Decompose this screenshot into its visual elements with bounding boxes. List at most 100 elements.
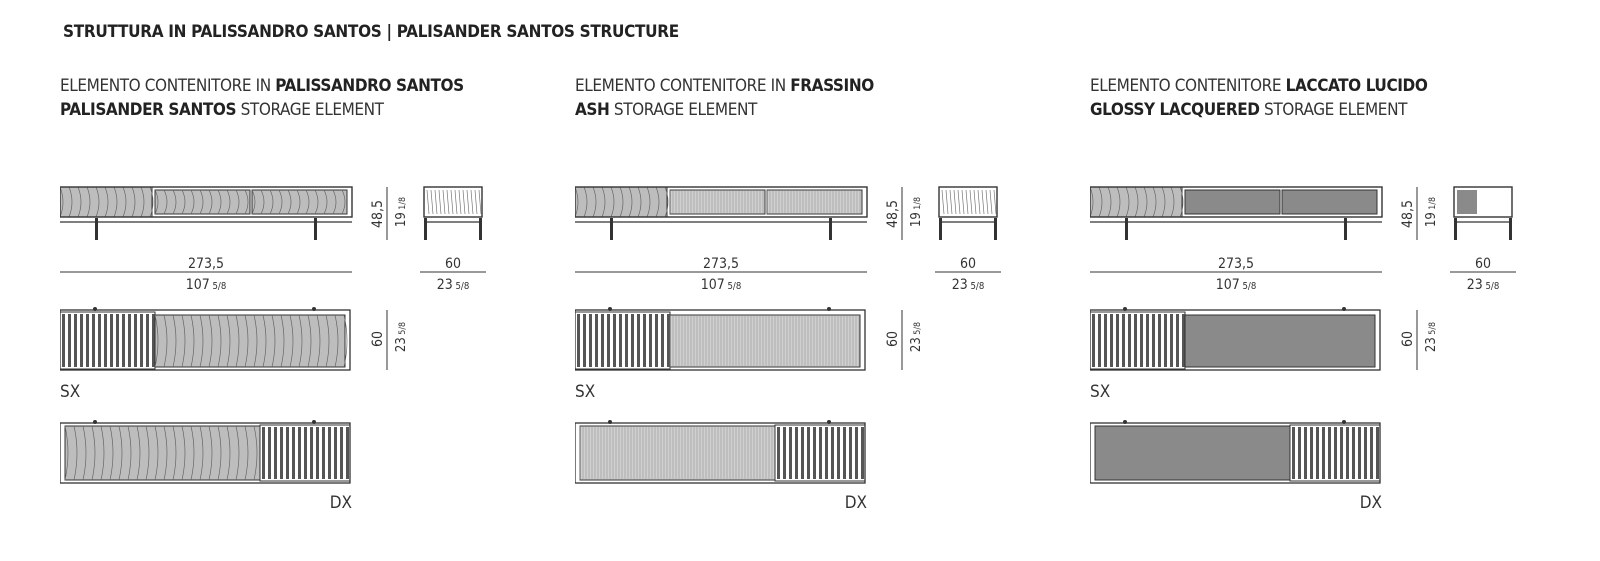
plan-depth-cm-label-text: 60 [885, 331, 901, 347]
title-line1-prefix: ELEMENTO CONTENITORE IN [60, 76, 276, 96]
side-outline [423, 186, 483, 218]
front-leg-left [1125, 218, 1128, 240]
label-sx: SX [1090, 382, 1110, 402]
front-door-1 [669, 189, 766, 215]
plan-sx-knob-1 [93, 307, 97, 311]
plan-dx-panel [579, 425, 776, 481]
front-door-2 [766, 189, 863, 215]
depth-in-label: 23 5/8 [952, 277, 985, 293]
plan-sx-outline [575, 309, 866, 371]
plan-depth-cm-label: 60 [1400, 331, 1416, 347]
side-leg-left [424, 218, 427, 240]
front-outline [60, 186, 353, 218]
plan-depth-cm-label: 60 [885, 331, 901, 347]
plan-depth-cm-label: 60 [370, 331, 386, 347]
product-column-1: ELEMENTO CONTENITORE IN PALISSANDRO SANT… [60, 0, 580, 561]
front-leg-left [610, 218, 613, 240]
product-title: ELEMENTO CONTENITORE IN PALISSANDRO SANT… [60, 74, 464, 122]
side-leg-right [1509, 218, 1512, 240]
plan-view-dx [575, 420, 866, 484]
plan-dx-outline [575, 422, 866, 484]
width-in-label: 107 5/8 [186, 277, 227, 293]
label-sx: SX [575, 382, 595, 402]
front-view [575, 186, 868, 240]
width-in-label-text: 107 5/8 [186, 277, 227, 293]
title-line1-bold: PALISSANDRO SANTOS [275, 76, 464, 96]
title-line1-prefix: ELEMENTO CONTENITORE IN [575, 76, 791, 96]
plan-depth-in-label-text: 23 5/8 [1424, 322, 1439, 352]
plan-dx-knob-2 [312, 420, 316, 424]
plan-sx-outline [1090, 309, 1381, 371]
width-in-label: 107 5/8 [1216, 277, 1257, 293]
title-line1-bold: FRASSINO [790, 76, 874, 96]
title-line1-prefix: ELEMENTO CONTENITORE [1090, 76, 1286, 96]
plan-depth-cm-label-text: 60 [370, 331, 386, 347]
side-outline [938, 186, 998, 218]
plan-sx-knob-1 [1123, 307, 1127, 311]
width-in-label-text: 107 5/8 [1216, 277, 1257, 293]
height-cm-label: 48,5 [885, 200, 901, 228]
label-sx: SX [60, 382, 80, 402]
front-leg-right [829, 218, 832, 240]
plan-view-sx [60, 307, 351, 371]
width-cm-label: 273,5 [188, 256, 224, 272]
plan-depth-cm-label-text: 60 [1400, 331, 1416, 347]
plan-view-dx [1090, 420, 1381, 484]
height-in-label-text: 19 1/8 [1424, 197, 1439, 227]
depth-cm-label: 60 [445, 256, 461, 272]
plan-view-sx [575, 307, 866, 371]
plan-sx-slats [575, 311, 671, 370]
width-cm-label: 273,5 [1218, 256, 1254, 272]
plan-sx-panel [669, 314, 861, 368]
plan-sx-slats [1090, 311, 1186, 370]
plan-sx-panel [1184, 314, 1376, 368]
technical-drawing: 48,5 19 1/8 273,5 107 5/8 60 23 5/8 60 23 5/8… [60, 186, 486, 513]
plan-depth-in-label-text: 23 5/8 [909, 322, 924, 352]
title-line1-bold: LACCATO LUCIDO [1285, 76, 1428, 96]
height-in-label-text: 19 1/8 [909, 197, 924, 227]
plan-depth-in-label: 23 5/8 [909, 322, 924, 352]
height-in-label-text: 19 1/8 [394, 197, 409, 227]
front-leg-right [314, 218, 317, 240]
height-in-label: 19 1/8 [1424, 197, 1439, 227]
depth-cm-label: 60 [1475, 256, 1491, 272]
height-cm-label: 48,5 [370, 200, 386, 228]
depth-in-label-text: 23 5/8 [1467, 277, 1500, 293]
width-in-label-text: 107 5/8 [701, 277, 742, 293]
title-line2-suffix: STORAGE ELEMENT [609, 100, 757, 120]
plan-dx-knob-1 [1123, 420, 1127, 424]
side-view [1453, 186, 1513, 240]
plan-dx-slats [259, 424, 351, 482]
technical-drawing: 48,5 19 1/8 273,5 107 5/8 60 23 5/8 60 23 5/8… [1090, 186, 1516, 513]
plan-sx-knob-2 [312, 307, 316, 311]
front-door-2 [1281, 189, 1378, 215]
front-door-1 [154, 189, 251, 215]
plan-sx-outline [60, 309, 351, 371]
title-line2-bold: PALISANDER SANTOS [60, 100, 237, 120]
height-in-label: 19 1/8 [394, 197, 409, 227]
product-title: ELEMENTO CONTENITORE LACCATO LUCIDO GLOSS… [1090, 74, 1428, 122]
plan-dx-knob-1 [608, 420, 612, 424]
plan-depth-in-label-text: 23 5/8 [394, 322, 409, 352]
title-line2-suffix: STORAGE ELEMENT [236, 100, 384, 120]
plan-dx-panel [1094, 425, 1291, 481]
label-dx: DX [845, 493, 867, 513]
side-leg-left [1454, 218, 1457, 240]
front-leg-left [95, 218, 98, 240]
plan-sx-knob-1 [608, 307, 612, 311]
plan-sx-knob-2 [1342, 307, 1346, 311]
plan-sx-slats [60, 311, 156, 370]
side-leg-left [939, 218, 942, 240]
front-left-panel [60, 186, 154, 218]
front-outline [575, 186, 868, 218]
side-leg-right [994, 218, 997, 240]
front-outline [1090, 186, 1383, 218]
depth-in-label-text: 23 5/8 [437, 277, 470, 293]
title-line2-bold: GLOSSY LACQUERED [1090, 100, 1260, 120]
title-line2-suffix: STORAGE ELEMENT [1259, 100, 1408, 120]
height-cm-label-text: 48,5 [1400, 200, 1416, 228]
plan-view-sx [1090, 307, 1381, 371]
